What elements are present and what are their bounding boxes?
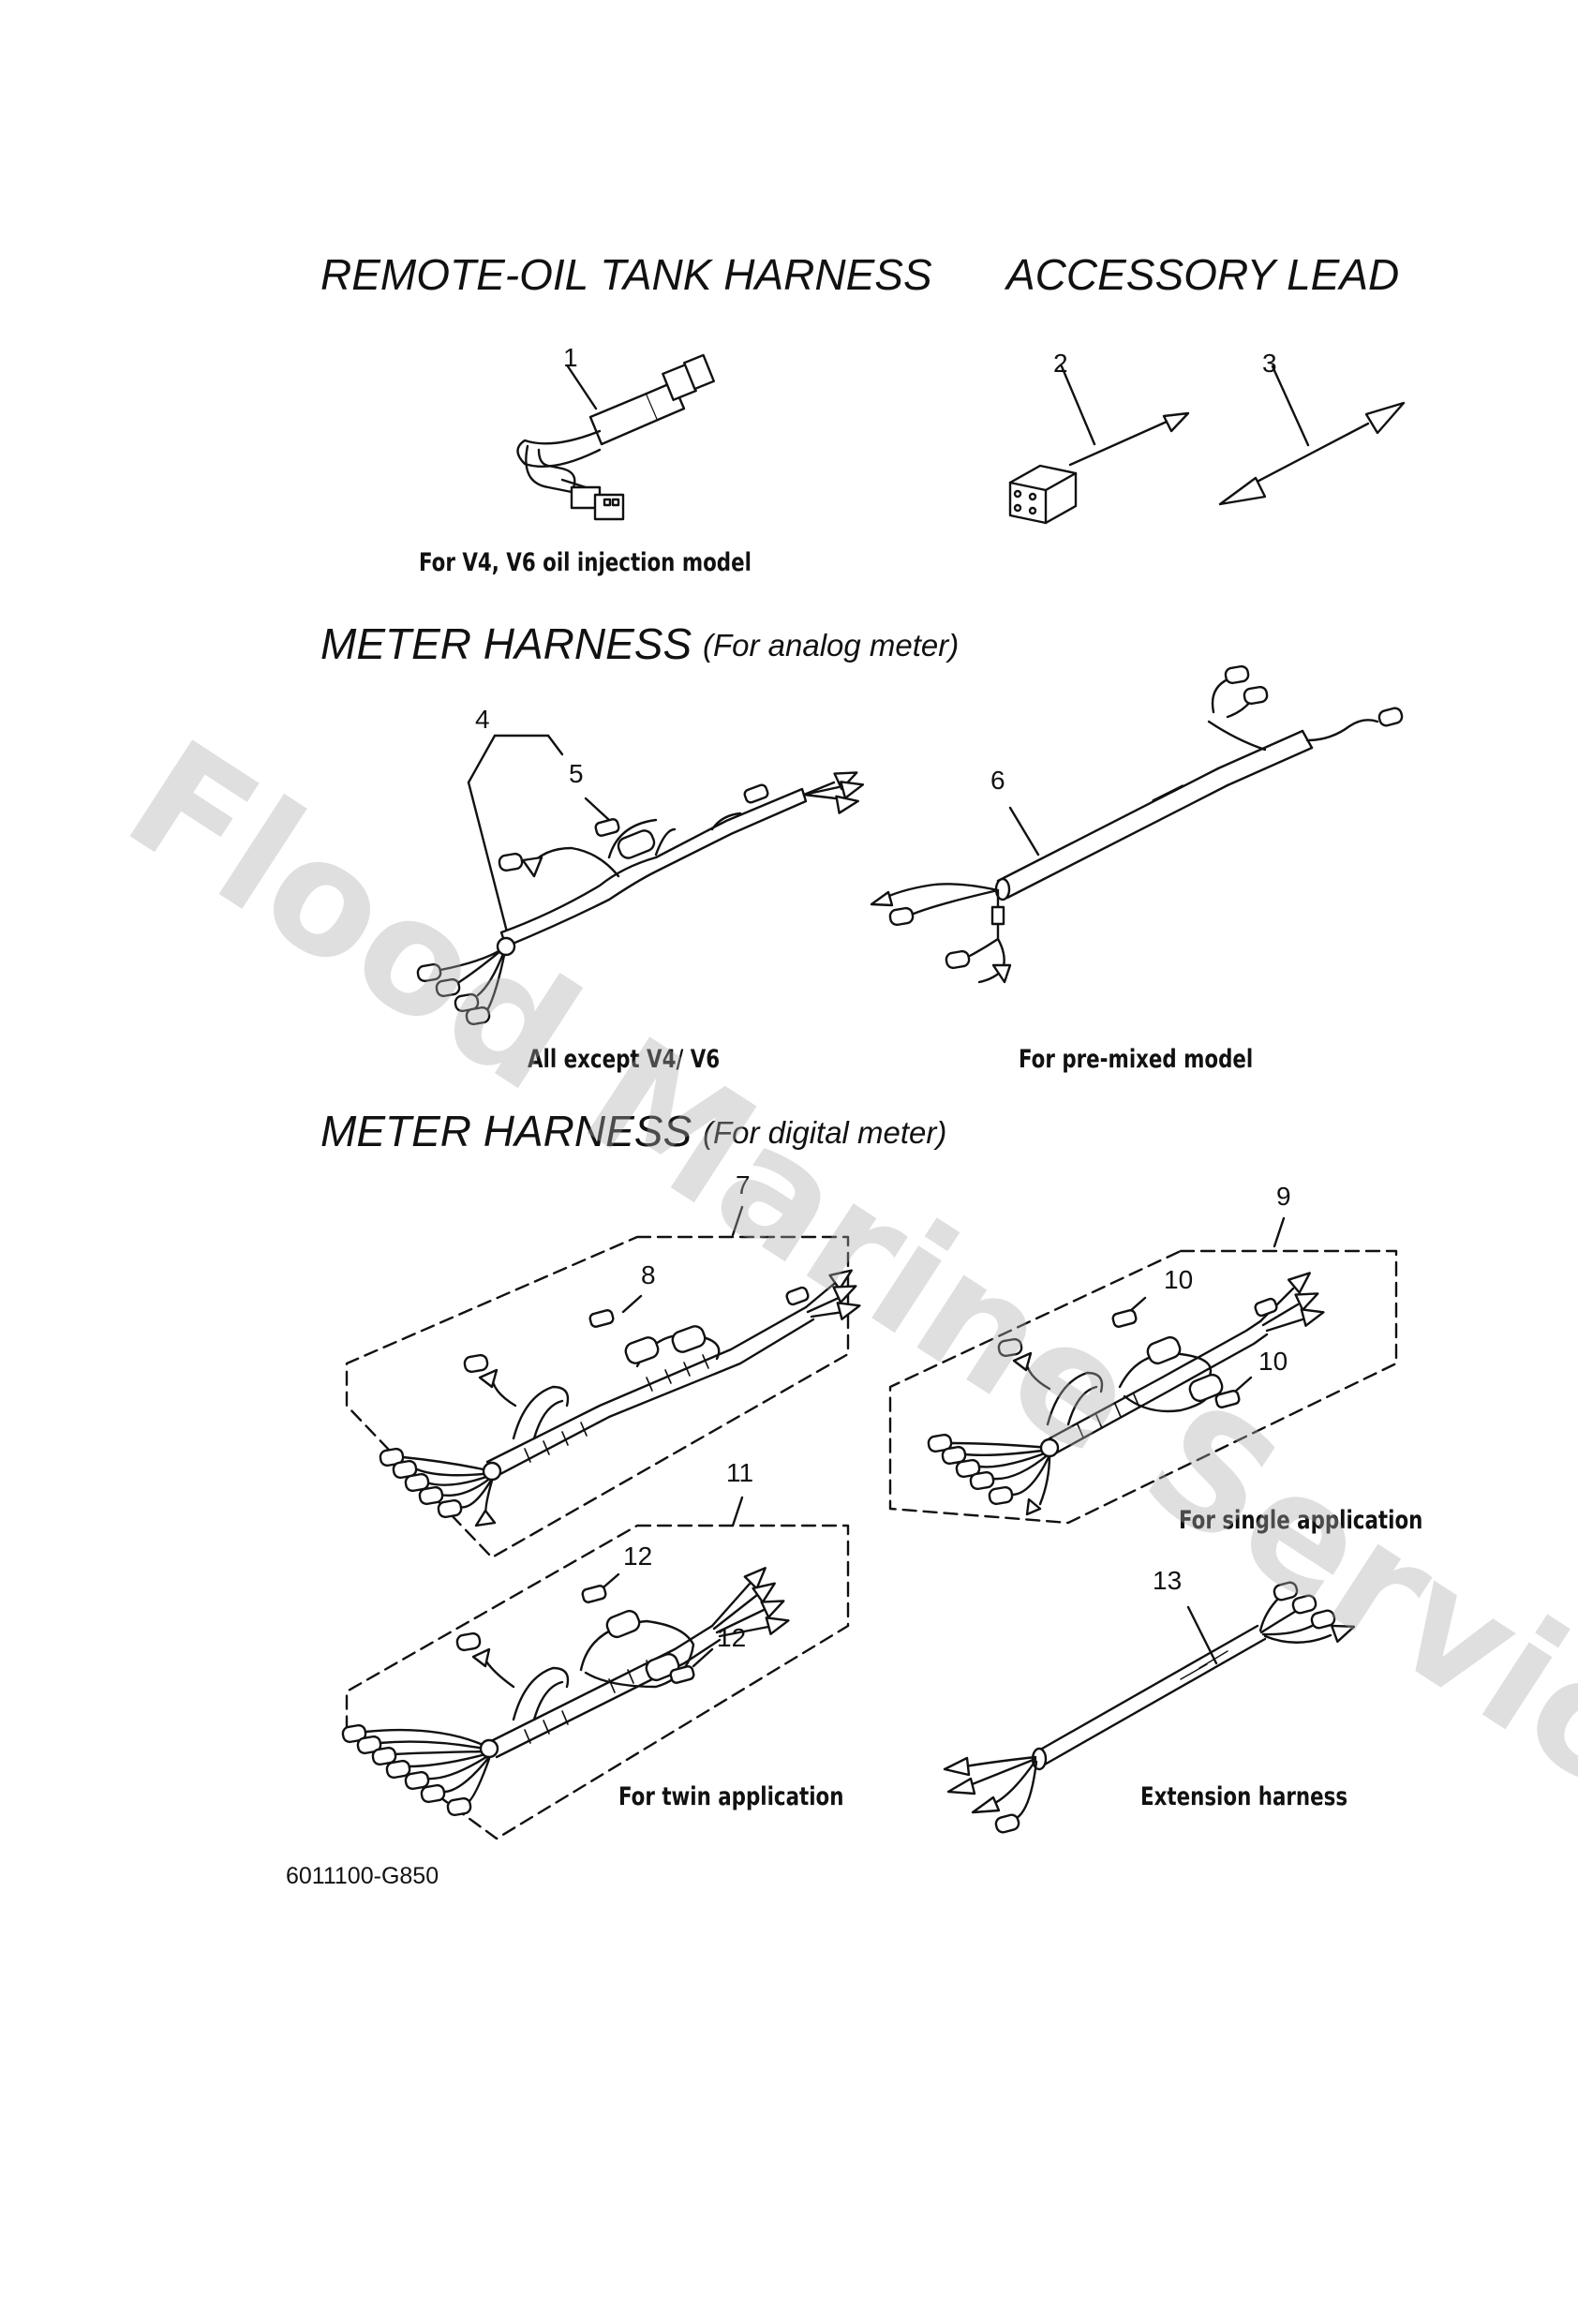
section-title-meter-harness-digital: METER HARNESS: [320, 1107, 692, 1155]
caption-oil-injection-model: For V4, V6 oil injection model: [419, 548, 752, 577]
part-7-digital-harness-kit: [345, 1205, 863, 1559]
callout-6: 6: [990, 766, 1005, 795]
callout-11: 11: [726, 1458, 754, 1487]
callout-7: 7: [736, 1170, 751, 1199]
callout-2: 2: [1053, 349, 1068, 378]
diagram-reference-code: 6011100-G850: [286, 1863, 439, 1889]
callout-10-a: 10: [1164, 1265, 1194, 1294]
part-13-extension-harness: [943, 1579, 1359, 1836]
callout-1: 1: [563, 343, 578, 372]
callout-8: 8: [641, 1260, 656, 1289]
part-2-accessory-lead: [1008, 365, 1190, 525]
part-1-oil-tank-harness: [516, 353, 716, 521]
callout-9: 9: [1276, 1182, 1291, 1211]
callout-3: 3: [1262, 349, 1277, 378]
part-6-premixed-meter-harness: [870, 663, 1405, 984]
section-subtitle-analog-meter: (For analog meter): [703, 628, 960, 663]
callout-12-a: 12: [623, 1542, 653, 1571]
section-subtitle-digital-meter: (For digital meter): [703, 1115, 947, 1150]
section-title-accessory-lead: ACCESSORY LEAD: [1006, 250, 1400, 299]
part-3-accessory-lead: [1218, 365, 1406, 506]
caption-twin-application: For twin application: [618, 1782, 844, 1811]
callout-4: 4: [475, 705, 490, 734]
part-11-twin-application-kit: [340, 1496, 850, 1840]
caption-all-except-v4-v6: All except V4/ V6: [528, 1045, 721, 1074]
callout-12-b: 12: [717, 1623, 747, 1652]
callout-13: 13: [1153, 1566, 1183, 1595]
callout-5: 5: [569, 759, 584, 788]
part-4-analog-meter-harness: [415, 734, 867, 1027]
caption-single-application: For single application: [1179, 1506, 1423, 1535]
section-title-meter-harness-analog: METER HARNESS: [320, 619, 692, 668]
part-12-fuses: [581, 1572, 714, 1684]
part-8-fuse: [588, 1294, 643, 1328]
part-9-single-application-kit: [888, 1216, 1398, 1525]
part-5-fuse: [584, 797, 620, 837]
callout-10-b: 10: [1258, 1347, 1288, 1376]
part-10-fuses: [1111, 1296, 1253, 1408]
caption-extension-harness: Extension harness: [1140, 1782, 1348, 1811]
caption-pre-mixed-model: For pre-mixed model: [1019, 1045, 1254, 1074]
section-title-remote-oil-tank-harness: REMOTE-OIL TANK HARNESS: [320, 250, 932, 299]
